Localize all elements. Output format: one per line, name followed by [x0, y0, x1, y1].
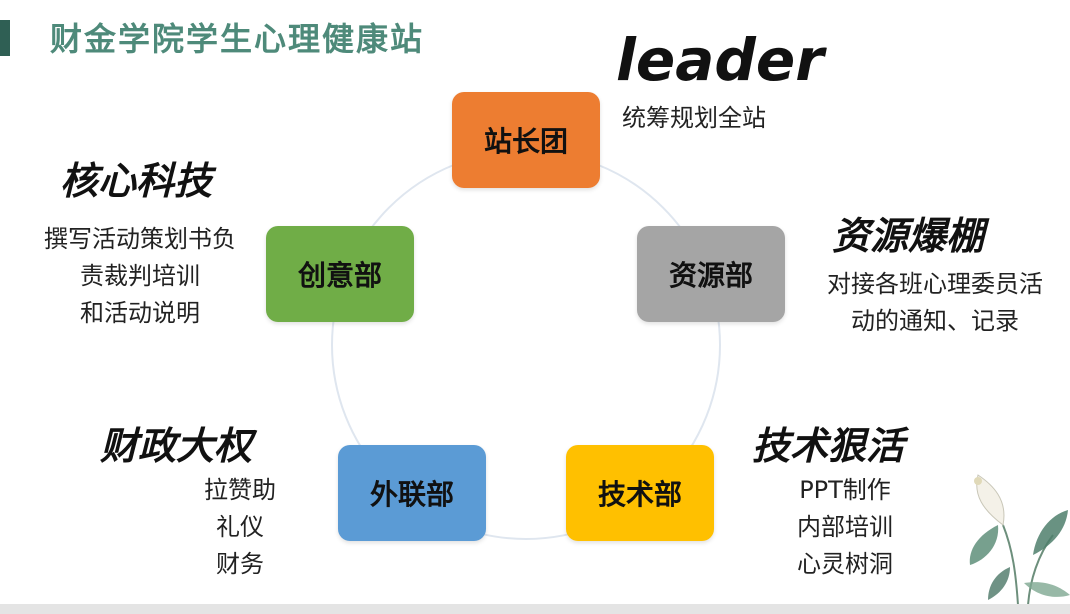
- creative-node: 创意部: [266, 226, 414, 322]
- page-title: 财金学院学生心理健康站: [50, 20, 425, 58]
- creative-desc: 撰写活动策划书负 责裁判培训 和活动说明: [15, 221, 265, 332]
- liaison-heading: 财政大权: [100, 424, 253, 468]
- plant-illustration: [969, 474, 1070, 605]
- resource-heading: 资源爆棚: [832, 214, 985, 258]
- liaison-desc: 拉赞助 礼仪 财务: [190, 472, 290, 583]
- leader-node-label: 站长团: [483, 125, 568, 158]
- liaison-node-label: 外联部: [369, 478, 454, 511]
- footer-divider: [0, 604, 1070, 614]
- resource-desc: 对接各班心理委员活 动的通知、记录: [800, 266, 1070, 340]
- leader-desc: 统筹规划全站: [622, 100, 766, 137]
- creative-desc-line: 和活动说明: [80, 299, 200, 327]
- creative-desc-line: 撰写活动策划书负: [44, 225, 236, 253]
- leader-heading: leader: [616, 26, 824, 94]
- tech-heading: 技术狠活: [752, 424, 905, 468]
- leader-desc-line: 统筹规划全站: [622, 104, 766, 132]
- resource-node: 资源部: [637, 226, 785, 322]
- liaison-desc-line: 财务: [216, 550, 264, 578]
- liaison-node: 外联部: [338, 445, 486, 541]
- resource-desc-line: 动的通知、记录: [851, 307, 1019, 335]
- tech-desc-line: 心灵树洞: [797, 550, 893, 578]
- tech-desc: PPT制作 内部培训 心灵树洞: [770, 472, 920, 583]
- leader-node: 站长团: [452, 92, 600, 188]
- tech-desc-line: 内部培训: [797, 513, 893, 541]
- liaison-desc-line: 礼仪: [216, 513, 264, 541]
- tech-desc-line: PPT制作: [799, 476, 891, 504]
- title-accent-bar: [0, 20, 10, 56]
- creative-node-label: 创意部: [297, 259, 382, 292]
- resource-node-label: 资源部: [668, 259, 753, 292]
- resource-desc-line: 对接各班心理委员活: [827, 270, 1043, 298]
- creative-desc-line: 责裁判培训: [80, 262, 200, 290]
- tech-node-label: 技术部: [597, 478, 682, 511]
- liaison-desc-line: 拉赞助: [204, 476, 276, 504]
- tech-node: 技术部: [566, 445, 714, 541]
- creative-heading: 核心科技: [60, 159, 213, 203]
